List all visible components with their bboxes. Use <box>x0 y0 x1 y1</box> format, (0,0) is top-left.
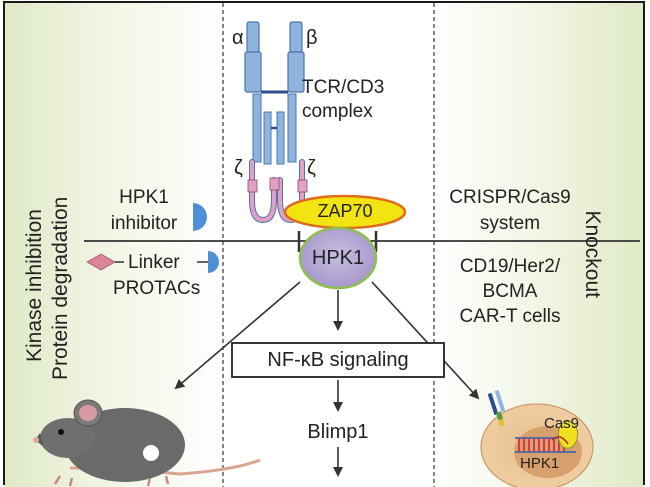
hpk1-gene-label: HPK1 <box>520 455 560 472</box>
arrow-to-cell <box>371 281 480 400</box>
mouse-illustration <box>33 399 261 487</box>
vertical-title-kinase-inhibition: Kinase inhibition <box>23 209 46 362</box>
hpk1-label: HPK1 <box>311 247 365 269</box>
protacs-label: PROTACs <box>113 278 201 299</box>
protac-diamond <box>86 253 116 271</box>
cas9-label: Cas9 <box>544 415 580 432</box>
complex-label: complex <box>302 101 373 122</box>
bcma-label: BCMA <box>482 281 538 302</box>
outer-frame <box>3 1 645 485</box>
nfkb-box <box>231 342 445 378</box>
hpk1-oval <box>298 226 378 290</box>
crispr-label: CRISPR/Cas9 <box>449 187 571 208</box>
blimp1-label: Blimp1 <box>307 421 369 443</box>
tcr-cd3-label: TCR/CD3 <box>302 77 385 98</box>
beta-label: β <box>306 27 318 49</box>
alpha-label: α <box>232 27 244 49</box>
zeta-right-label: ζ <box>307 157 316 179</box>
inhibitor-label-hpk1: HPK1 <box>119 187 169 208</box>
inhibitor-label-inhibitor: inhibitor <box>110 213 178 234</box>
inhibitor-shape <box>193 203 207 231</box>
left-panel-background <box>5 3 223 487</box>
arrow-to-mouse <box>174 281 301 390</box>
vertical-title-protein-degradation: Protein degradation <box>49 196 72 380</box>
crispr-system-label: system <box>479 213 541 234</box>
car-t-cell <box>480 389 594 487</box>
zap70-label: ZAP70 <box>317 201 373 221</box>
car-t-cells-label: CAR-T cells <box>459 306 561 327</box>
tcr-cd3-complex <box>244 21 308 224</box>
car-targets-label: CD19/Her2/ <box>459 256 561 277</box>
protac-warhead <box>208 251 219 273</box>
zeta-left-label: ζ <box>234 157 243 179</box>
linker-label: Linker <box>128 252 180 273</box>
vertical-title-knockout: Knockout <box>581 210 604 298</box>
nfkb-signaling-label: NF-κB signaling <box>267 349 409 371</box>
